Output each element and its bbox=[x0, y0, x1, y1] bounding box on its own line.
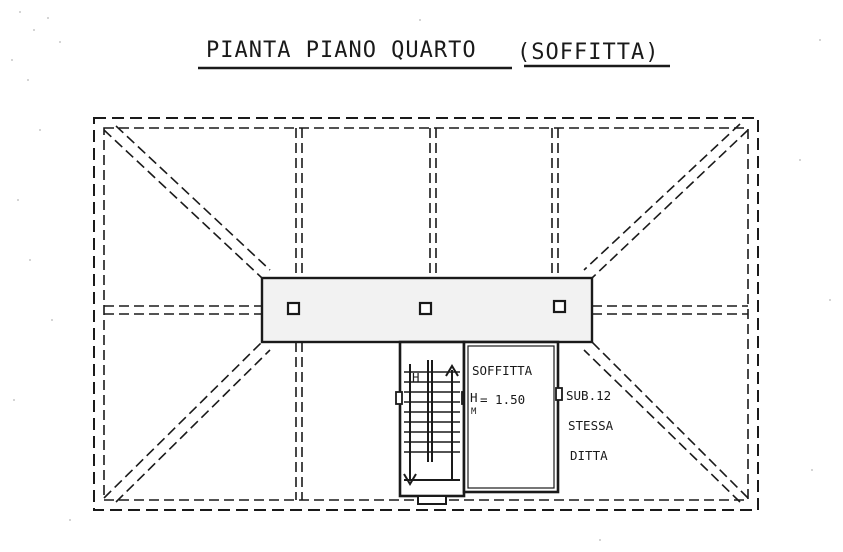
door-left bbox=[395, 391, 403, 405]
roof-vertical-lines bbox=[295, 128, 559, 500]
title-main: PIANTA PIANO QUARTO bbox=[206, 38, 477, 63]
scan-noise bbox=[11, 11, 831, 541]
owner-line1: STESSA bbox=[568, 418, 614, 433]
pillar-right bbox=[552, 299, 567, 314]
height-value: = 1.50 bbox=[480, 392, 525, 407]
door-attic bbox=[555, 387, 563, 401]
stair-mark: H bbox=[412, 370, 420, 385]
sub-annotation: SUB.12 STESSA DITTA bbox=[566, 388, 614, 463]
pillar-left bbox=[286, 301, 301, 316]
title-paren: (SOFFITTA) bbox=[517, 40, 659, 65]
central-beam bbox=[260, 276, 594, 344]
pillar-center bbox=[418, 301, 433, 316]
sub-label: SUB.12 bbox=[566, 388, 611, 403]
attic-name: SOFFITTA bbox=[472, 363, 533, 378]
height-sub: M bbox=[471, 407, 477, 417]
plan-title: PIANTA PIANO QUARTO (SOFFITTA) bbox=[198, 38, 670, 70]
stair-treads bbox=[404, 371, 460, 453]
owner-line2: DITTA bbox=[570, 448, 608, 463]
stair-landing bbox=[417, 495, 447, 505]
roof-ridge-lines bbox=[104, 305, 748, 315]
stairwell: H bbox=[395, 340, 469, 505]
height-prefix: H bbox=[470, 390, 478, 405]
roof-hip-lines bbox=[103, 123, 749, 503]
attic-room: SOFFITTA H M = 1.50 bbox=[462, 340, 563, 494]
